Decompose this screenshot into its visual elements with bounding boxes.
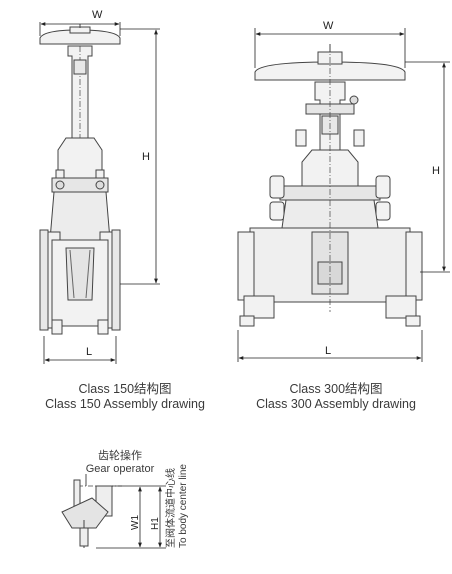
gear-caption-cn: 齿轮操作	[98, 450, 142, 462]
class150-caption: Class 150结构图 Class 150 Assembly drawing	[40, 382, 210, 412]
centerline-caption-en: To body center line	[178, 464, 189, 548]
gear-h1-label: H1	[150, 517, 161, 530]
gear-w1-label: W1	[130, 515, 141, 530]
class300-width-label: W	[323, 20, 334, 32]
class300-caption: Class 300结构图 Class 300 Assembly drawing	[238, 382, 434, 412]
gear-operator	[61, 479, 122, 548]
centerline-caption-cn: 至阀体流道中心线	[166, 468, 177, 548]
class300-length-label: L	[325, 345, 331, 357]
class150-height-label: H	[142, 151, 150, 163]
gear-caption: 齿轮操作 Gear operator	[70, 450, 170, 476]
class150-length-label: L	[86, 346, 92, 358]
class150-valve	[39, 24, 121, 335]
gear-caption-en: Gear operator	[85, 463, 155, 475]
class300-caption-cn: Class 300结构图	[289, 382, 383, 396]
class150-caption-cn: Class 150结构图	[78, 382, 172, 396]
class150-width-label: W	[92, 9, 103, 21]
gear-dimensions	[85, 474, 166, 549]
class300-height-label: H	[432, 165, 440, 177]
class300-dimensions	[237, 28, 450, 362]
class300-valve	[237, 44, 423, 327]
centerline-caption: 至阀体流道中心线 To body center line	[166, 464, 190, 548]
class300-caption-en: Class 300 Assembly drawing	[256, 397, 416, 411]
class150-dimensions	[39, 22, 160, 364]
class150-caption-en: Class 150 Assembly drawing	[45, 397, 205, 411]
